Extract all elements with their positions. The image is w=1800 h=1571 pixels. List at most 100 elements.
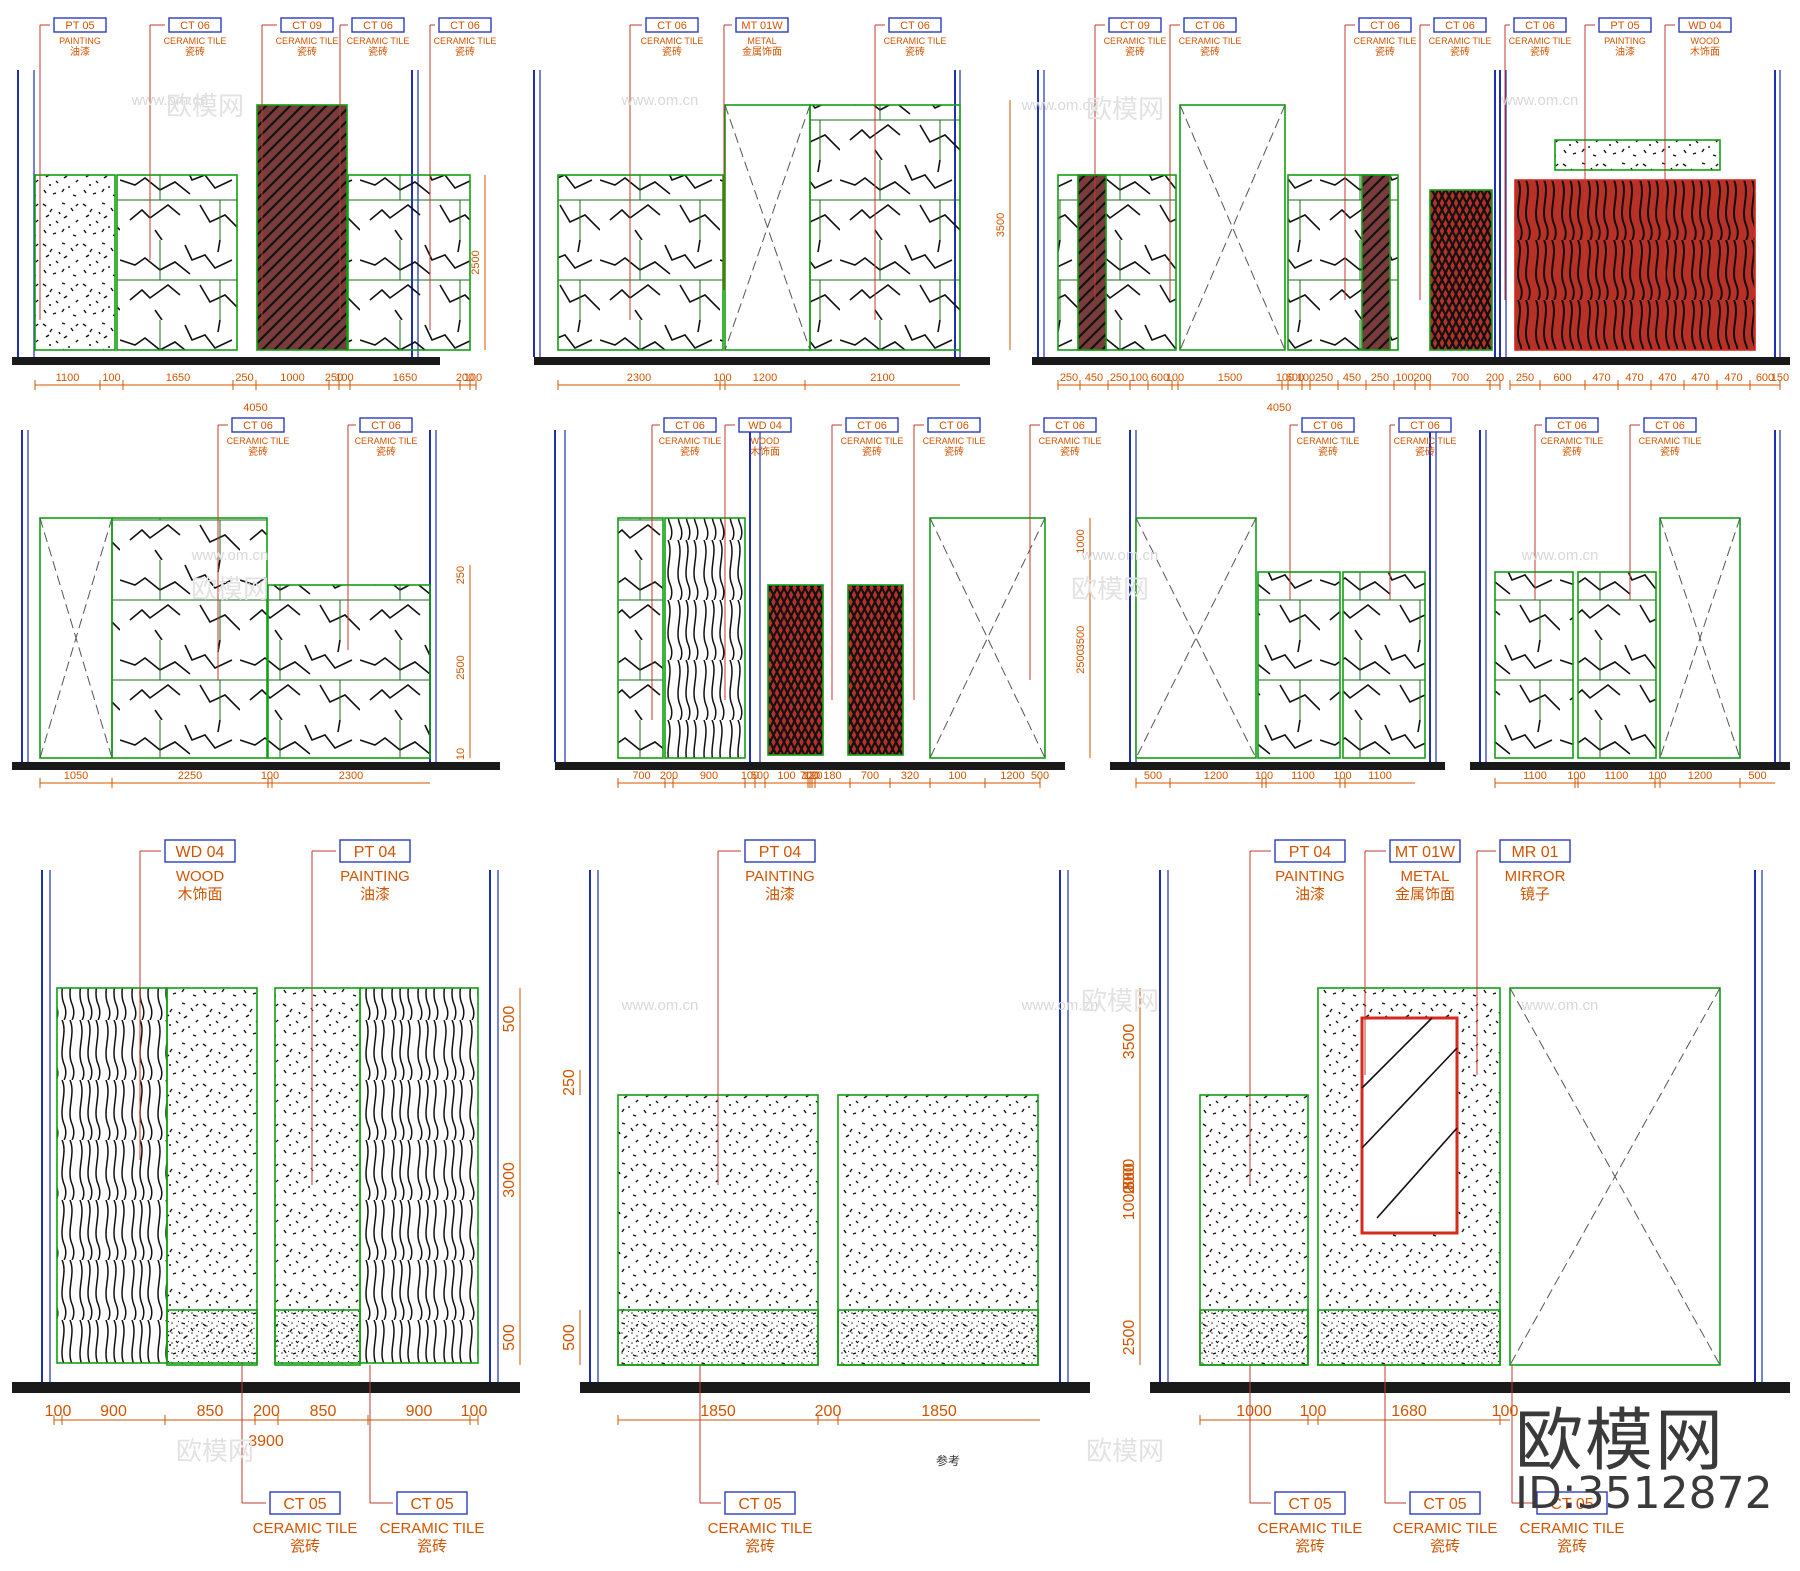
finish-panel [617, 1309, 819, 1366]
material-name-cn: 瓷砖 [680, 445, 700, 458]
dimension-label: 1200 [1000, 770, 1024, 782]
material-name-en: CERAMIC TILE [708, 1520, 813, 1537]
material-name-en: CERAMIC TILE [164, 36, 227, 46]
vertical-dimension-label: 880 [1121, 1163, 1138, 1190]
material-tag-box [845, 417, 899, 433]
dimension-label: 200 [660, 770, 678, 782]
material-name-cn: 瓷砖 [455, 45, 475, 58]
dimension-label: 100 [741, 770, 759, 782]
material-tag-box [168, 17, 222, 33]
floor-slab [1110, 762, 1445, 770]
material-tag-box [280, 17, 334, 33]
material-name-cn: 金属饰面 [1395, 885, 1455, 903]
elevation-2 [533, 17, 990, 390]
material-tag-box [53, 17, 107, 33]
dimension-label: 100 [45, 1403, 72, 1420]
dimension-label: 470 [1625, 372, 1643, 384]
elevation-6 [554, 417, 1097, 788]
material-name-cn: 木饰面 [1690, 45, 1720, 58]
material-name-en: CERAMIC TILE [347, 36, 410, 46]
dimension-label: 470 [1658, 372, 1676, 384]
dimension-label: 100 [1297, 372, 1315, 384]
dimension-label: 850 [197, 1403, 224, 1420]
dimension-label: 2100 [870, 372, 894, 384]
finish-panel [1361, 174, 1391, 351]
finish-panel [837, 1309, 1039, 1366]
finish-panel [1057, 174, 1177, 351]
finish-panel [1554, 139, 1721, 171]
material-code: CT 06 [180, 20, 210, 32]
material-name-en: CERAMIC TILE [253, 1520, 358, 1537]
dimension-label: 500 [1144, 770, 1162, 782]
finish-panel [1360, 1016, 1459, 1235]
finish-panel [1429, 189, 1493, 351]
site-watermark: www.om.cn [1521, 547, 1599, 564]
dimension-label: 100 [335, 372, 353, 384]
reference-note: 参考 [936, 1453, 960, 1468]
material-name-cn: 瓷砖 [1530, 45, 1550, 58]
site-watermark: www.om.cn [621, 997, 699, 1014]
material-tag-box [359, 417, 413, 433]
material-name-en: WOOD [176, 868, 224, 885]
material-name-cn: 油漆 [765, 885, 795, 903]
dimension-label: 1100 [56, 372, 80, 384]
vertical-dimension-label: 3000 [501, 1162, 518, 1198]
dimension-label: 100 [1648, 770, 1666, 782]
material-code: CT 05 [1288, 1496, 1331, 1513]
material-code: CT 06 [1655, 420, 1685, 432]
vertical-dimension-label: 500 [501, 1324, 518, 1351]
site-watermark: www.om.cn [621, 92, 699, 109]
material-code: CT 09 [292, 20, 322, 32]
material-name-cn: 瓷砖 [1562, 445, 1582, 458]
material-tag-box [927, 417, 981, 433]
material-name-en: CERAMIC TILE [380, 1520, 485, 1537]
material-tag-box [1398, 417, 1452, 433]
finish-panel [274, 987, 361, 1364]
brand-watermark: 欧模网 [166, 92, 244, 122]
finish-panel [1199, 1309, 1309, 1366]
material-tag-box [645, 17, 699, 33]
material-code: CT 06 [1410, 420, 1440, 432]
elevation-3 [1009, 17, 1501, 390]
material-name-cn: 瓷砖 [1430, 1537, 1460, 1555]
material-code: CT 05 [1550, 1496, 1593, 1513]
material-code: CT 06 [1445, 20, 1475, 32]
finish-panel [267, 584, 431, 759]
material-tag-box [269, 1491, 341, 1515]
floor-slab [1032, 357, 1500, 365]
dimension-label: 1850 [921, 1403, 957, 1420]
site-watermark: www.om.cn [131, 92, 209, 109]
material-tag-box [1183, 17, 1237, 33]
floor-slab [1470, 762, 1790, 770]
dimension-label: 1100 [1605, 770, 1629, 782]
material-code: CT 05 [1423, 1496, 1466, 1513]
material-name-cn: 瓷砖 [376, 445, 396, 458]
material-code: CT 06 [1195, 20, 1225, 32]
finish-panel [617, 517, 664, 759]
material-name-en: CERAMIC TILE [659, 436, 722, 446]
material-tag-box [1643, 417, 1697, 433]
dimension-label: 700 [800, 770, 818, 782]
dimension-label: 150 [1771, 372, 1789, 384]
material-tag-box [1499, 839, 1571, 863]
material-name-en: CERAMIC TILE [355, 436, 418, 446]
material-tag-box [724, 1491, 796, 1515]
material-tag-box [164, 839, 236, 863]
material-tag-box [1536, 1491, 1608, 1515]
material-name-cn: 瓷砖 [905, 45, 925, 58]
material-tag-box [1433, 17, 1487, 33]
material-tag-box [351, 17, 405, 33]
dimension-label: 850 [310, 1403, 337, 1420]
vertical-dimension-label: 500 [501, 1006, 518, 1033]
dimension-label: 2250 [178, 770, 202, 782]
material-name-en: CERAMIC TILE [884, 36, 947, 46]
finish-panel [847, 584, 904, 756]
material-tag-box [339, 839, 411, 863]
vertical-dimension-label: 2500 [455, 655, 467, 679]
material-code: WD 04 [176, 844, 225, 861]
material-name-cn: 瓷砖 [1200, 45, 1220, 58]
dimension-label: 180 [823, 770, 841, 782]
vertical-dimension-label: 250 [561, 1069, 578, 1096]
dimension-label: 1680 [1391, 1403, 1427, 1420]
material-name-en: CERAMIC TILE [1179, 36, 1242, 46]
